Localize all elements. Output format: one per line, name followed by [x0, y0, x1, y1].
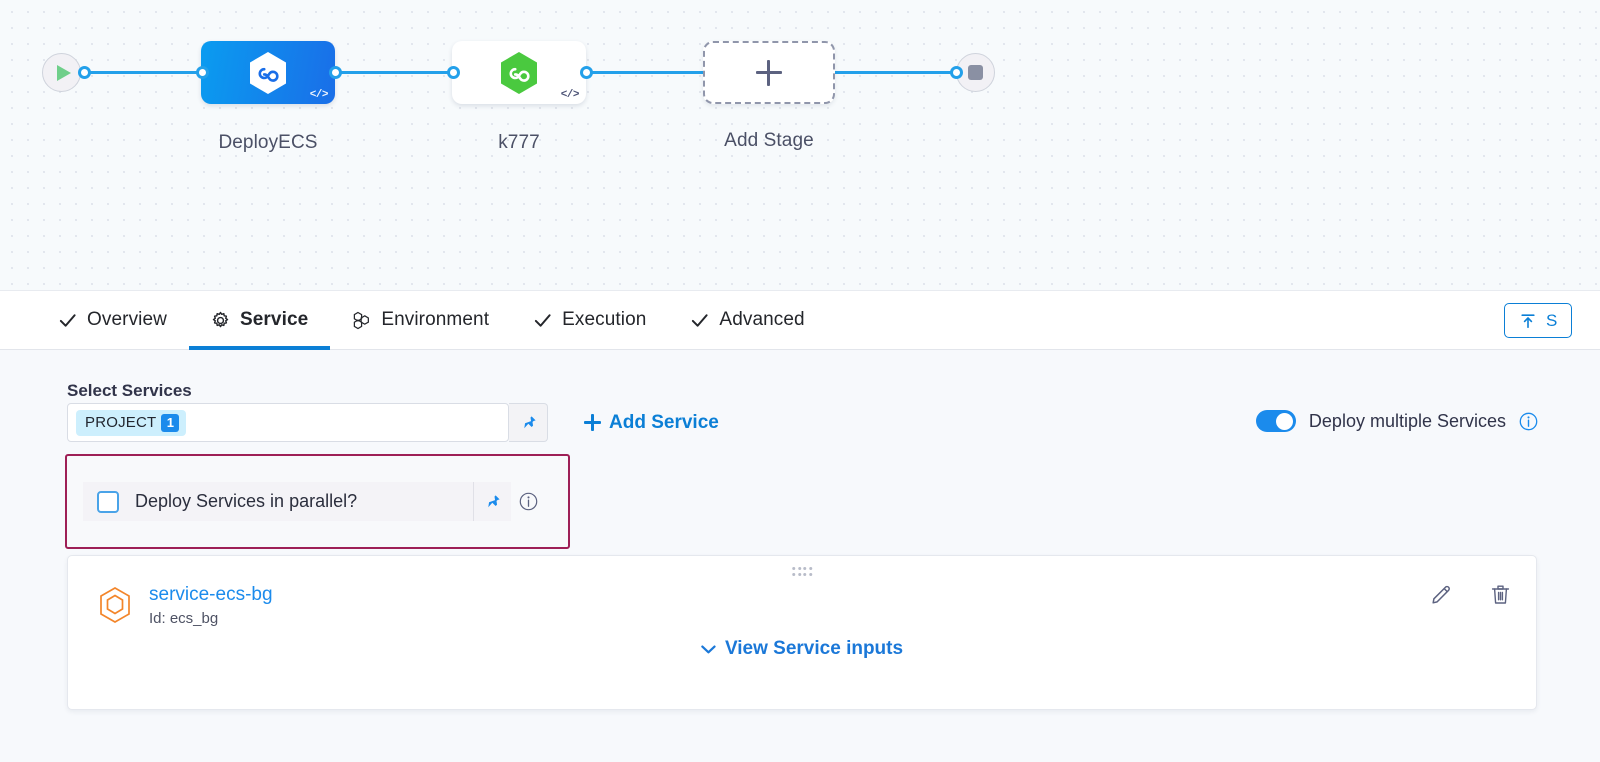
hex-cluster-icon	[354, 311, 370, 329]
port-end-in[interactable]	[950, 65, 963, 79]
port-k777-in[interactable]	[447, 65, 460, 79]
service-identity: service-ecs-bg Id: ecs_bg	[98, 583, 273, 627]
chevron-down-icon	[701, 645, 716, 653]
connector-addstage-to-end	[830, 71, 960, 74]
port-start-out[interactable]	[78, 65, 91, 79]
view-service-inputs-button[interactable]: View Service inputs	[701, 638, 903, 660]
add-stage-button[interactable]	[703, 41, 835, 104]
select-services-label: Select Services	[67, 381, 192, 400]
service-tab-panel: Select Services PROJECT 1 Add Service De…	[0, 350, 1600, 762]
connector-k777-to-addstage	[580, 71, 710, 74]
service-scope-chip[interactable]: PROJECT 1	[76, 409, 187, 436]
services-pin-button[interactable]	[509, 403, 548, 442]
port-deployecs-out[interactable]	[329, 65, 342, 79]
harness-hexagon-infinity-icon	[501, 51, 537, 94]
pin-icon	[488, 494, 500, 508]
plus-icon	[756, 59, 782, 86]
check-icon	[692, 313, 709, 327]
tab-advanced[interactable]: Advanced	[668, 291, 826, 350]
save-as-template-button[interactable]: S	[1504, 303, 1573, 338]
service-scope-chip-label: PROJECT	[85, 414, 157, 431]
service-id-label: Id: ecs_bg	[149, 609, 219, 627]
deploy-parallel-field[interactable]: Deploy Services in parallel?	[83, 482, 473, 521]
view-service-inputs-label: View Service inputs	[724, 638, 904, 659]
deploy-parallel-pin-button[interactable]	[473, 482, 511, 521]
pipeline-start-node[interactable]	[42, 53, 81, 92]
connector-start-to-deployecs	[84, 71, 209, 74]
deploy-parallel-info-button[interactable]	[511, 482, 545, 521]
pencil-icon	[1432, 585, 1450, 604]
check-icon	[534, 313, 551, 327]
service-hexagon-icon	[100, 586, 130, 623]
deploy-parallel-checkbox[interactable]	[97, 490, 119, 513]
deploy-parallel-label: Deploy Services in parallel?	[135, 491, 358, 511]
service-card-actions	[1430, 583, 1512, 606]
stage-label-deployecs: DeployECS	[218, 132, 318, 153]
tab-label-overview: Overview	[87, 309, 167, 330]
tab-label-service: Service	[239, 309, 309, 330]
tab-label-environment: Environment	[381, 309, 490, 330]
deploy-multiple-services-label: Deploy multiple Services	[1308, 410, 1506, 431]
deploy-multiple-services-row: Deploy multiple Services	[1255, 410, 1538, 432]
tab-label-advanced: Advanced	[719, 309, 805, 330]
play-icon	[56, 64, 71, 81]
tab-overview[interactable]: Overview	[36, 291, 189, 350]
service-name-link[interactable]: service-ecs-bg	[149, 584, 273, 605]
upload-template-icon	[1521, 313, 1535, 328]
code-view-icon[interactable]: </>	[560, 89, 580, 101]
harness-hexagon-infinity-icon	[250, 51, 286, 94]
info-icon[interactable]	[1519, 412, 1538, 431]
add-service-label: Add Service	[609, 411, 719, 433]
service-text-block: service-ecs-bg Id: ecs_bg	[149, 583, 273, 627]
services-select-input[interactable]: PROJECT 1	[67, 403, 509, 442]
service-card[interactable]: service-ecs-bg Id: ecs_bg View Service i…	[67, 555, 1537, 710]
pin-icon	[523, 415, 536, 429]
info-icon	[519, 492, 537, 511]
tab-execution[interactable]: Execution	[511, 291, 668, 350]
stage-label-k777: k777	[498, 132, 540, 153]
connector-deployecs-to-k777	[329, 71, 459, 74]
stage-node-deployecs[interactable]: </>	[201, 41, 335, 104]
tab-service[interactable]: Service	[188, 291, 331, 350]
plus-icon	[584, 414, 601, 431]
tab-environment[interactable]: Environment	[330, 291, 511, 350]
deploy-parallel-highlight: Deploy Services in parallel?	[65, 454, 570, 549]
port-deployecs-in[interactable]	[196, 65, 209, 79]
deploy-multiple-services-toggle[interactable]	[1255, 410, 1296, 432]
stage-tab-bar: Overview Service Environment Execution	[0, 291, 1600, 350]
stop-icon	[968, 65, 983, 80]
port-k777-out[interactable]	[580, 65, 593, 79]
add-stage-label: Add Stage	[724, 130, 814, 151]
code-view-icon[interactable]: </>	[309, 89, 329, 101]
deploy-parallel-row: Deploy Services in parallel?	[83, 482, 545, 521]
save-as-template-label: S	[1546, 310, 1558, 330]
pipeline-canvas[interactable]: </> DeployECS </> k777 Add Stage	[0, 0, 1600, 291]
check-icon	[59, 313, 76, 327]
select-services-row: PROJECT 1 Add Service	[67, 403, 719, 442]
delete-service-button[interactable]	[1489, 583, 1512, 606]
gear-icon	[212, 311, 229, 327]
trash-icon	[1491, 585, 1510, 604]
drag-handle-icon[interactable]	[792, 567, 812, 576]
tab-label-execution: Execution	[562, 309, 647, 330]
toggle-knob	[1276, 412, 1294, 430]
service-scope-chip-count: 1	[161, 413, 180, 432]
add-service-button[interactable]: Add Service	[584, 412, 719, 434]
edit-service-button[interactable]	[1430, 583, 1453, 606]
stage-node-k777[interactable]: </>	[452, 41, 586, 104]
